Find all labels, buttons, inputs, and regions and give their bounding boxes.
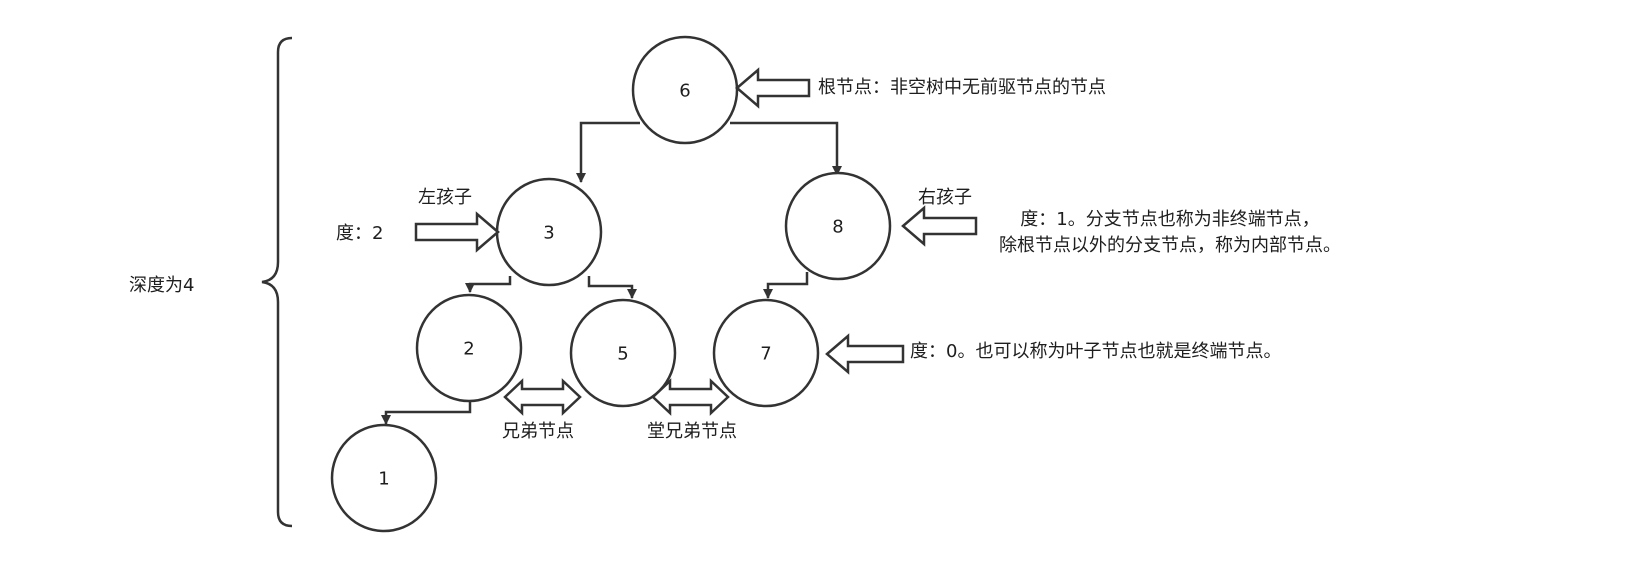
degree0-pointer-arrow: [825, 333, 905, 375]
root-annotation: 根节点：非空树中无前驱节点的节点: [818, 77, 1106, 98]
pointer-arrows: [414, 67, 978, 416]
node-circle-1: [330, 423, 438, 533]
cousins-double-arrow: [651, 378, 730, 416]
node-label-7: 7: [760, 344, 771, 365]
edge-8-7: [763, 272, 809, 299]
depth-brace: [261, 36, 293, 528]
node-label-5: 5: [617, 344, 628, 365]
node-circle-8: [784, 171, 892, 281]
cousins-label: 堂兄弟节点: [647, 421, 737, 442]
node-circle-5: [569, 298, 677, 408]
degree0-annotation: 度：0。也可以称为叶子节点也就是终端节点。: [910, 341, 1282, 362]
right-child-label: 右孩子: [918, 187, 972, 208]
edge-3-2: [465, 276, 512, 293]
node-label-6: 6: [679, 81, 690, 102]
depth-label: 深度为4: [129, 275, 195, 296]
node-label-2: 2: [463, 339, 474, 360]
edge-3-5: [587, 276, 637, 299]
left-child-label: 左孩子: [418, 187, 472, 208]
edge-2-1: [381, 400, 472, 425]
degree2-pointer-arrow: [414, 211, 500, 253]
tree-edges: [381, 121, 842, 425]
node-circle-7: [712, 298, 820, 408]
edge-6-3: [576, 121, 640, 183]
node-label-8: 8: [832, 217, 843, 238]
siblings-double-arrow: [503, 378, 582, 416]
root-pointer-arrow: [735, 67, 811, 109]
degree1-pointer-arrow: [901, 205, 978, 247]
tree-nodes: [330, 35, 892, 533]
node-label-3: 3: [543, 223, 554, 244]
edge-6-8: [730, 121, 842, 176]
tree-node-labels: 6 3 8 2 5 7 1: [378, 81, 843, 490]
node-label-1: 1: [378, 469, 389, 490]
node-circle-2: [415, 293, 523, 403]
node-circle-6: [631, 35, 739, 145]
siblings-label: 兄弟节点: [502, 421, 574, 442]
degree1-annotation-line2: 除根节点以外的分支节点，称为内部节点。: [999, 235, 1341, 256]
degree1-annotation-line1: 度：1。分支节点也称为非终端节点，: [1020, 209, 1320, 230]
degree2-label: 度：2: [336, 223, 384, 244]
